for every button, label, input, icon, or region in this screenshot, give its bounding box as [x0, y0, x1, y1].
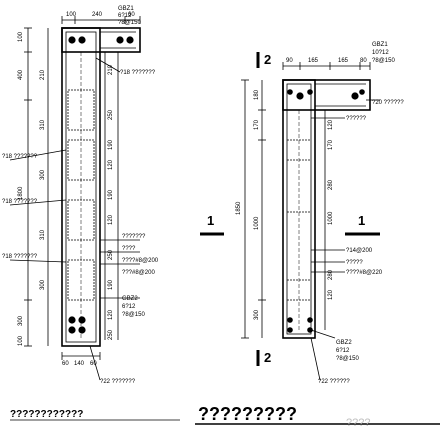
- left-bottom-dim-1: 60: [62, 361, 69, 367]
- left-inner-dim-11: 120: [108, 309, 114, 320]
- right-top-dim-3: 165: [338, 58, 349, 64]
- left-inner-dim-3: 250: [108, 109, 114, 120]
- section-mark-1-right: 1: [358, 213, 365, 228]
- left-gbz1-stirrup: ?8@150: [118, 20, 141, 26]
- right-height-dim: 1850: [236, 201, 242, 215]
- left-bottom-note: ?22 ???????: [100, 379, 136, 385]
- right-inner-dim-5: 280: [328, 179, 334, 190]
- right-note-6: ?22 ??????: [318, 379, 350, 385]
- right-top-dim-1: 90: [286, 58, 293, 64]
- right-inner-dim-6: 1000: [328, 211, 334, 225]
- left-mid-dim-5: 300: [40, 279, 46, 290]
- left-side-dim-2: 400: [18, 69, 24, 80]
- right-drawing: [195, 52, 440, 425]
- left-caption: ????????????: [10, 409, 83, 420]
- right-gbz2-label: GBZ2: [336, 340, 352, 346]
- section-mark-1-left: 1: [207, 213, 214, 228]
- right-top-dim-4: 80: [360, 58, 367, 64]
- left-gbz2-rebar: 6?12: [122, 304, 136, 310]
- right-note-1: ?20 ??????: [372, 100, 404, 106]
- right-side-dim-2: 170: [254, 119, 260, 130]
- right-gbz1-label: GBZ1: [372, 42, 388, 48]
- left-note-3: ?18 ???????: [2, 199, 38, 205]
- left-note-6: ????: [122, 246, 136, 252]
- left-bottom-dim-3: 60: [90, 361, 97, 367]
- right-gbz1-stirrup: ?8@150: [372, 58, 395, 64]
- left-mid-dim-2: 310: [40, 119, 46, 130]
- left-labels: 100 240 60 GBZ1 6?12 ?8@150 100 400 1800…: [2, 6, 159, 420]
- left-side-dim-4: 300: [18, 315, 24, 326]
- right-note-3: ?14@200: [346, 248, 373, 254]
- left-inner-dim-10: 190: [108, 279, 114, 290]
- left-note-1: ?18 ???????: [120, 70, 156, 76]
- left-top-dim-3: 60: [128, 12, 135, 18]
- section-mark-2-bottom: 2: [264, 350, 271, 365]
- left-drawing: [9, 16, 180, 421]
- right-gbz1-rebar: 10?12: [372, 50, 389, 56]
- left-note-4: ?18 ???????: [2, 254, 38, 260]
- left-side-dim-1: 100: [18, 31, 24, 42]
- left-bottom-dim-2: 140: [74, 361, 85, 367]
- left-gbz1-label: GBZ1: [118, 6, 134, 12]
- left-inner-dim-5: 120: [108, 159, 114, 170]
- right-inner-dim-8: 120: [328, 289, 334, 300]
- left-side-dim-5: 100: [18, 335, 24, 346]
- left-gbz2-stirrup: ?8@150: [122, 312, 145, 318]
- right-inner-dim-3: 170: [328, 139, 334, 150]
- left-mid-dim-1: 210: [40, 69, 46, 80]
- left-note-8: ???#8@200: [122, 270, 155, 276]
- right-gbz2-stirrup: ?8@150: [336, 356, 359, 362]
- left-inner-dim-8: 250: [108, 249, 114, 260]
- left-inner-dim-6: 190: [108, 189, 114, 200]
- left-gbz2-label: GBZ2: [122, 296, 138, 302]
- right-side-dim-4: 300: [254, 309, 260, 320]
- left-note-2: ?18 ???????: [2, 154, 38, 160]
- right-side-dim-1: 180: [254, 89, 260, 100]
- left-inner-dim-7: 120: [108, 214, 114, 225]
- right-labels: 2 2 1 1 90 165 165 80 GBZ1 10?12 ?8@150 …: [198, 42, 404, 429]
- right-gbz2-rebar: 6?12: [336, 348, 350, 354]
- right-note-5: ????#8@220: [346, 270, 383, 276]
- left-mid-dim-3: 300: [40, 169, 46, 180]
- left-inner-dim-4: 190: [108, 139, 114, 150]
- left-top-dim-1: 100: [66, 12, 77, 18]
- left-note-5: ???????: [122, 234, 146, 240]
- left-inner-dim-1: 210: [108, 64, 114, 75]
- right-inner-dim-7: 280: [328, 269, 334, 280]
- right-note-4: ?????: [346, 260, 363, 266]
- left-mid-dim-4: 310: [40, 229, 46, 240]
- left-top-dim-2: 240: [92, 12, 103, 18]
- right-inner-dim-2: 120: [328, 119, 334, 130]
- left-side-dim-3: 1800: [18, 186, 24, 200]
- section-mark-2-top: 2: [264, 52, 271, 67]
- right-side-dim-3: 1000: [254, 216, 260, 230]
- left-inner-dim-12: 250: [108, 329, 114, 340]
- watermark: ????: [346, 417, 370, 429]
- right-top-dim-2: 165: [308, 58, 319, 64]
- right-caption: ?????????: [198, 404, 297, 424]
- right-note-2: ??????: [346, 116, 367, 122]
- left-note-7: ????#8@200: [122, 258, 159, 264]
- left-gbz1-rebar: 6?12: [118, 13, 132, 19]
